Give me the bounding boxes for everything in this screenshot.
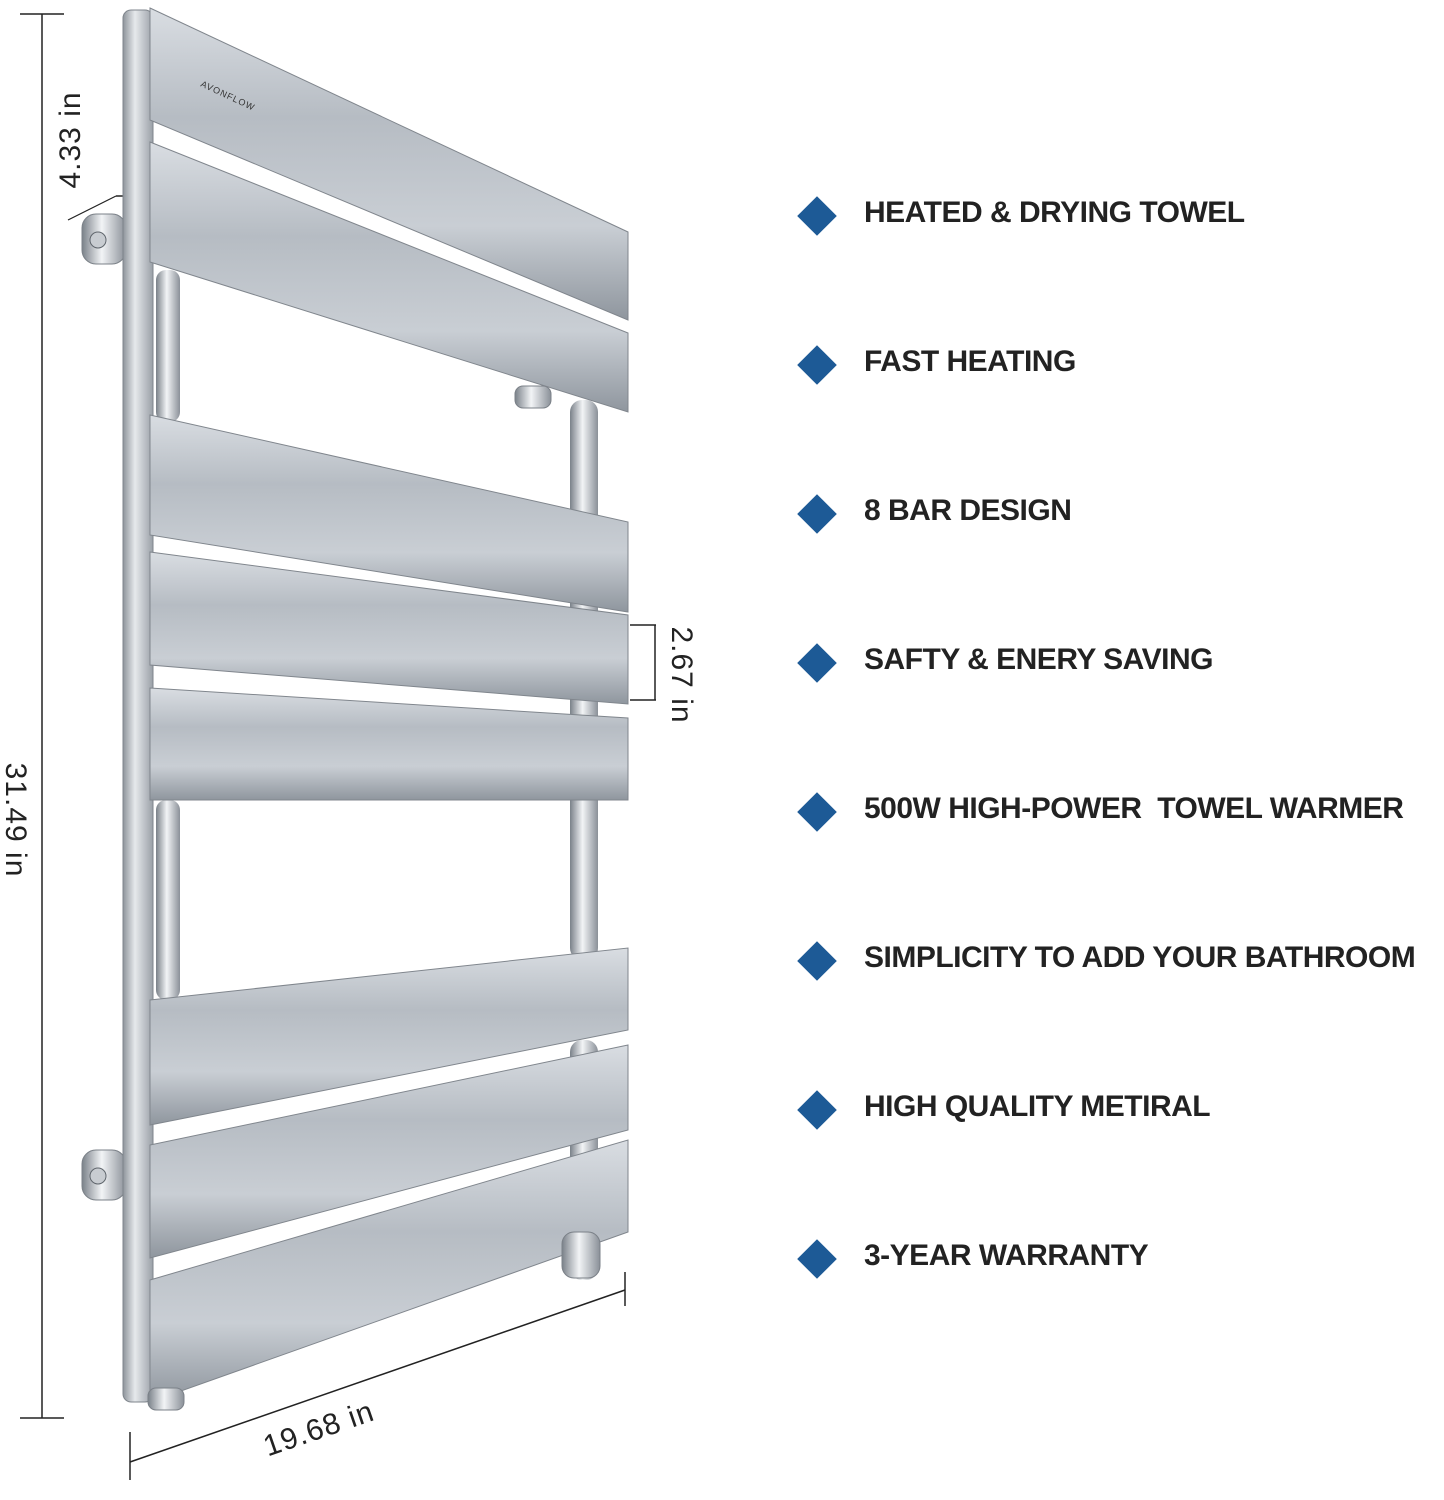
- feature-item: HEATED & DRYING TOWEL: [795, 190, 1444, 339]
- feature-label: SIMPLICITY TO ADD YOUR BATHROOM: [864, 941, 1416, 974]
- diamond-bullet-icon: [797, 196, 837, 236]
- feature-label: HEATED & DRYING TOWEL: [864, 196, 1245, 229]
- diamond-bullet-icon: [797, 792, 837, 832]
- feature-item: FAST HEATING: [795, 339, 1444, 488]
- diamond-bullet-icon: [797, 345, 837, 385]
- heated-bar-8: [149, 1139, 629, 1403]
- wall-bracket-bottom-icon: [81, 1149, 127, 1201]
- diamond-bullet-icon: [797, 1239, 837, 1279]
- heated-bar-1: [149, 7, 629, 321]
- feature-label: HIGH QUALITY METIRAL: [864, 1090, 1211, 1123]
- feature-label: 8 BAR DESIGN: [864, 494, 1072, 527]
- feature-label: FAST HEATING: [864, 345, 1076, 378]
- heated-bar-3: [149, 414, 629, 613]
- top-gap-dimension: 4.33 in: [54, 91, 130, 221]
- diamond-bullet-icon: [797, 494, 837, 534]
- height-dimension: 31.49 in: [0, 13, 64, 1419]
- height-label: 31.49 in: [0, 763, 32, 878]
- heated-bar-4: [149, 551, 629, 705]
- feature-item: 3-YEAR WARRANTY: [795, 1233, 1444, 1382]
- wall-bracket-top-icon: [81, 213, 127, 265]
- heated-bars: [149, 7, 629, 1403]
- feature-item: SAFTY & ENERY SAVING: [795, 637, 1444, 786]
- diamond-bullet-icon: [797, 941, 837, 981]
- top-gap-label: 4.33 in: [54, 91, 87, 188]
- left-frame-rail: [122, 9, 154, 1403]
- diamond-bullet-icon: [797, 1090, 837, 1130]
- width-label: 19.68 in: [259, 1395, 378, 1464]
- heated-bar-2: [149, 141, 629, 413]
- diamond-bullet-icon: [797, 643, 837, 683]
- feature-item: HIGH QUALITY METIRAL: [795, 1084, 1444, 1233]
- towel-rail-illustration: 31.49 in 4.33 in 2.67 in 19.68 in: [0, 7, 698, 1480]
- feature-label: 3-YEAR WARRANTY: [864, 1239, 1149, 1272]
- heated-bar-7: [149, 1044, 629, 1259]
- feature-item: SIMPLICITY TO ADD YOUR BATHROOM: [795, 935, 1444, 1084]
- feature-label: SAFTY & ENERY SAVING: [864, 643, 1213, 676]
- bar-spacing-label: 2.67 in: [665, 626, 698, 723]
- feature-item: 500W HIGH-POWER TOWEL WARMER: [795, 786, 1444, 935]
- feature-list: HEATED & DRYING TOWEL FAST HEATING 8 BAR…: [795, 190, 1444, 1382]
- feature-item: 8 BAR DESIGN: [795, 488, 1444, 637]
- heated-bar-5: [149, 687, 629, 801]
- bar-spacing-dimension: 2.67 in: [630, 624, 698, 724]
- heated-bar-6: [149, 947, 629, 1126]
- feature-label: 500W HIGH-POWER TOWEL WARMER: [864, 792, 1404, 825]
- bottom-valve-icon: [147, 1231, 601, 1411]
